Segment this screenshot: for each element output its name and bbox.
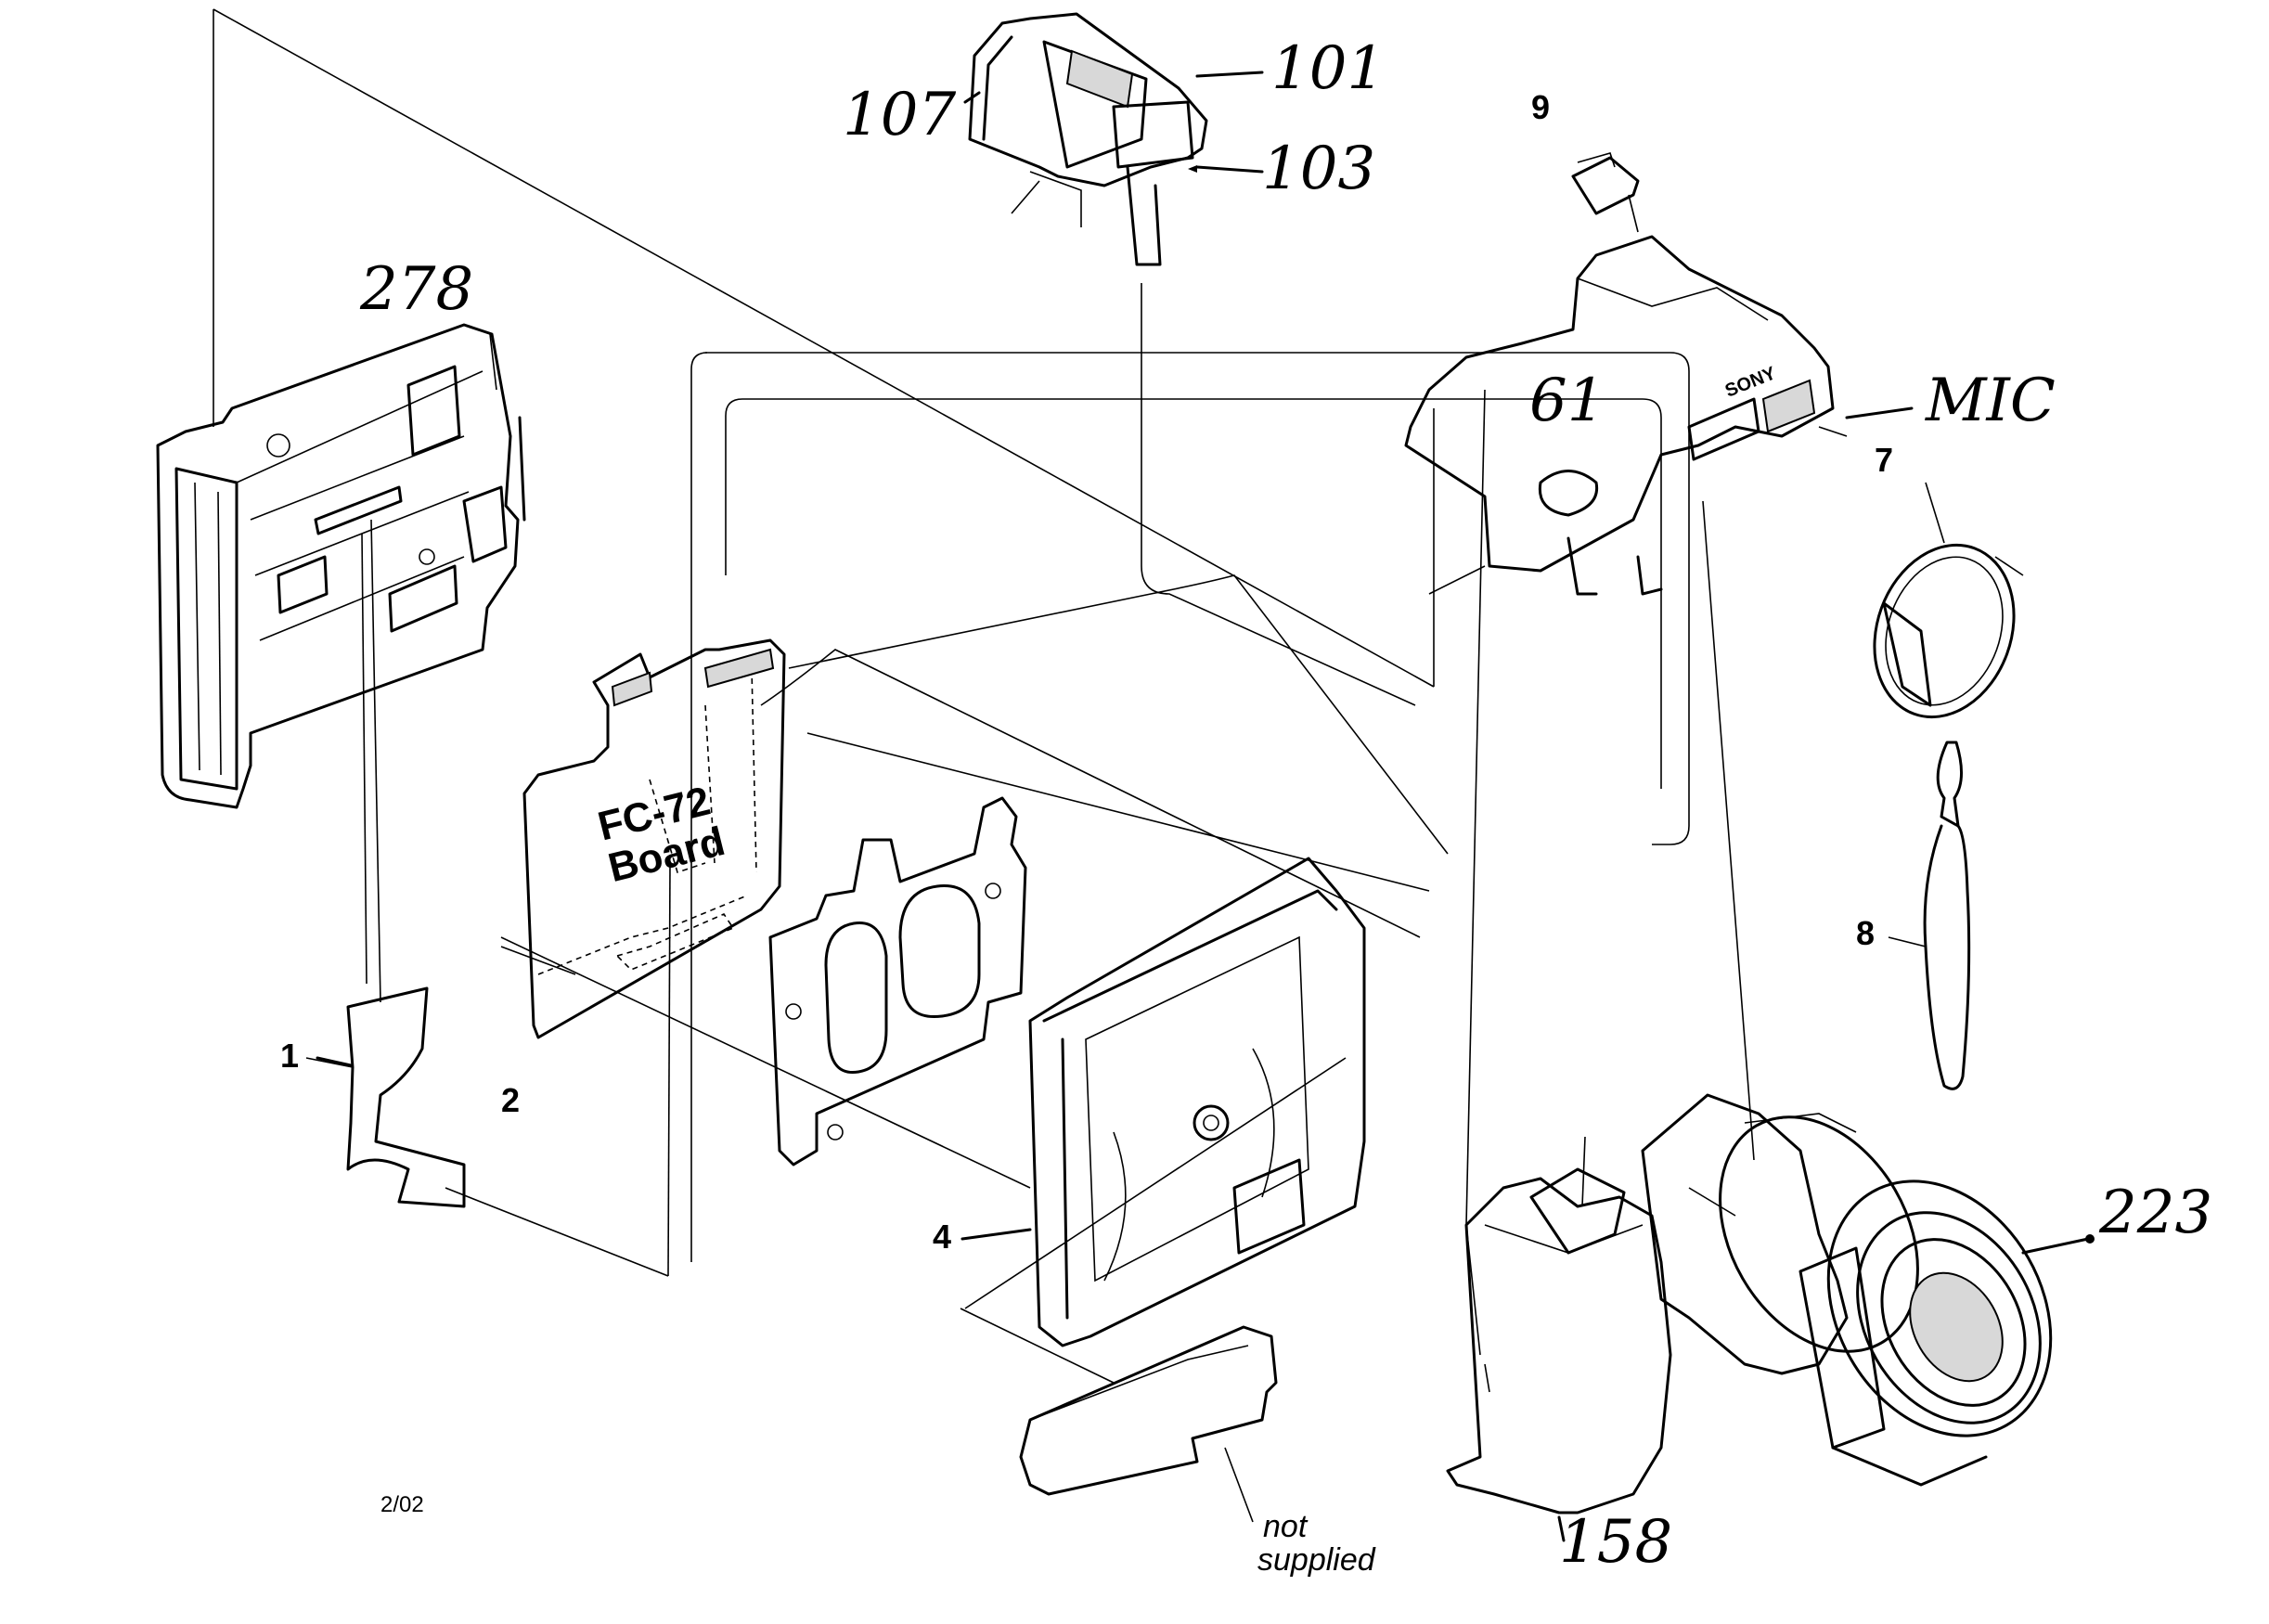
- callout-2: 2: [501, 1081, 521, 1119]
- date-code: 2/02: [380, 1492, 424, 1517]
- not-supplied-shield: [1019, 1325, 1278, 1523]
- callout-1: 1: [280, 1037, 300, 1075]
- assembly-guide-lines: [213, 8, 1755, 1356]
- callout-107: 107: [843, 81, 957, 149]
- callout-9: 9: [1531, 88, 1551, 126]
- part-223-lens: [1641, 1093, 2053, 1487]
- callout-158: 158: [1559, 1508, 1673, 1577]
- callout-61: 61: [1529, 367, 1605, 435]
- viewfinder-assembly: [968, 12, 1208, 266]
- part-2-fc72-board: [500, 638, 786, 1039]
- callout-4: 4: [933, 1218, 952, 1256]
- shield-plate: [768, 796, 1027, 1166]
- not-supplied-note: not supplied: [1257, 1509, 1375, 1578]
- note-line1: not: [1263, 1509, 1308, 1544]
- callout-278: 278: [360, 255, 474, 324]
- callout-mic: MIC: [1926, 367, 2056, 435]
- part-61-top-cabinet: [1404, 235, 1848, 596]
- callout-103: 103: [1262, 135, 1376, 203]
- callout-leaders: [316, 71, 2095, 1542]
- note-line2: supplied: [1257, 1541, 1375, 1578]
- part-1-flex-cable: [305, 986, 466, 1208]
- part-9-clip: [1571, 152, 1640, 233]
- part-8-strap: [1888, 741, 1971, 1090]
- part-7-lens-cap: [1873, 482, 2024, 719]
- callout-7: 7: [1875, 441, 1894, 479]
- callout-101: 101: [1271, 34, 1386, 103]
- part-158-grip-cabinet: [1446, 1136, 1672, 1514]
- callout-223: 223: [2099, 1179, 2213, 1247]
- part-278-cassette-frame: [156, 323, 526, 985]
- part-4-mechanism-deck: [960, 857, 1366, 1384]
- callout-8: 8: [1856, 914, 1876, 952]
